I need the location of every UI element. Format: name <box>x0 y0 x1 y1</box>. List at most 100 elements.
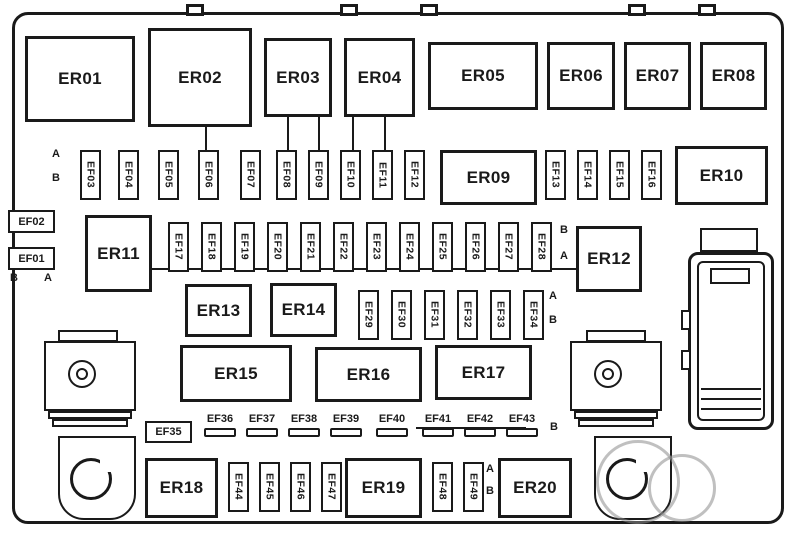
connector-line <box>352 117 354 150</box>
relay-label: ER05 <box>461 66 505 85</box>
fuse-ef01: EF01 <box>8 247 55 270</box>
fuse-ef04: EF04 <box>118 150 139 200</box>
relay-label: ER14 <box>281 300 326 319</box>
relay-er13: ER13 <box>185 284 252 337</box>
relay-label: ER11 <box>97 243 140 263</box>
fuse-ef13: EF13 <box>545 150 566 200</box>
relay-label: ER08 <box>711 66 756 85</box>
fuse-ef18: EF18 <box>201 222 222 272</box>
connector-rib <box>701 408 761 410</box>
bolt-hole-left <box>68 360 96 388</box>
terminal-marker-a: A <box>52 148 60 160</box>
fuse-ef47: EF47 <box>321 462 342 512</box>
terminal-marker-b: B <box>549 314 557 326</box>
fuse-ef25: EF25 <box>432 222 453 272</box>
bolt-hole-right <box>594 360 622 388</box>
fuse-ef11: EF11 <box>372 150 393 200</box>
fuse-ef10: EF10 <box>340 150 361 200</box>
fuse-ef06: EF06 <box>198 150 219 200</box>
relay-er16: ER16 <box>315 347 422 402</box>
fuse-ef31: EF31 <box>424 290 445 340</box>
watermark-ring <box>648 454 716 522</box>
fuse-outline <box>204 428 236 437</box>
fuse-outline <box>246 428 278 437</box>
relay-label: ER18 <box>159 478 204 497</box>
relay-label: ER13 <box>196 300 241 320</box>
fuse-ef43: EF43 <box>502 413 542 437</box>
bolt-hole-right-inner <box>602 368 614 380</box>
relay-er15: ER15 <box>180 345 292 402</box>
fuse-ef28: EF28 <box>531 222 552 272</box>
relay-label: ER12 <box>587 249 631 268</box>
relay-label: ER04 <box>357 67 402 87</box>
fuse-ef37: EF37 <box>242 413 282 437</box>
fuse-outline <box>288 428 320 437</box>
relay-er19: ER19 <box>345 458 422 518</box>
terminal-marker-b: B <box>486 485 494 497</box>
terminal-marker-b: B <box>560 224 568 236</box>
terminal-marker-a: A <box>560 250 568 262</box>
fuse-label: EF02 <box>18 215 45 228</box>
fuse-ef16: EF16 <box>641 150 662 200</box>
fuse-ef44: EF44 <box>228 462 249 512</box>
terminal-marker-a: A <box>486 463 494 475</box>
clip-ring-left-notch <box>100 452 122 472</box>
relay-er10: ER10 <box>675 146 768 205</box>
relay-er20: ER20 <box>498 458 572 518</box>
connector-line <box>318 117 320 150</box>
fuse-ef38: EF38 <box>284 413 324 437</box>
fuse-ef03: EF03 <box>80 150 101 200</box>
relay-label: ER02 <box>178 67 222 87</box>
fuse-ef36: EF36 <box>200 413 240 437</box>
terminal-marker-a: A <box>549 290 557 302</box>
relay-label: ER06 <box>559 66 603 85</box>
relay-label: ER03 <box>276 67 320 87</box>
fuse-ef45: EF45 <box>259 462 280 512</box>
connector-notch <box>681 350 691 370</box>
fuse-ef02: EF02 <box>8 210 55 233</box>
relay-label: ER19 <box>361 478 406 497</box>
bracket-slat <box>578 419 654 427</box>
fuse-ef19: EF19 <box>234 222 255 272</box>
relay-label: ER01 <box>58 69 102 88</box>
fuse-label: EF35 <box>155 426 182 438</box>
bracket-slat <box>48 411 132 419</box>
relay-er14: ER14 <box>270 283 337 337</box>
fuse-ef05: EF05 <box>158 150 179 200</box>
fuse-ef40: EF40 <box>372 413 412 437</box>
connector-line <box>384 117 386 150</box>
relay-er06: ER06 <box>547 42 615 110</box>
housing-tab <box>186 4 204 16</box>
fuse-ef17: EF17 <box>168 222 189 272</box>
fuse-ef21: EF21 <box>300 222 321 272</box>
fuse-ef41: EF41 <box>418 413 458 437</box>
housing-tab <box>340 4 358 16</box>
connector-rib <box>701 398 761 400</box>
bolt-hole-left-inner <box>76 368 88 380</box>
relay-er02: ER02 <box>148 28 252 127</box>
housing-tab <box>698 4 716 16</box>
relay-label: ER07 <box>635 66 680 85</box>
housing-tab <box>420 4 438 16</box>
fuse-ef46: EF46 <box>290 462 311 512</box>
fuse-ef22: EF22 <box>333 222 354 272</box>
fuse-ef29: EF29 <box>358 290 379 340</box>
relay-er11: ER11 <box>85 215 152 292</box>
fuse-ef49: EF49 <box>463 462 484 512</box>
fuse-ef35: EF35 <box>145 421 192 443</box>
fuse-ef27: EF27 <box>498 222 519 272</box>
fuse-outline <box>422 428 454 437</box>
relay-er04: ER04 <box>344 38 415 117</box>
fuse-ef23: EF23 <box>366 222 387 272</box>
fuse-ef09: EF09 <box>308 150 329 200</box>
housing-tab <box>628 4 646 16</box>
fuse-ef15: EF15 <box>609 150 630 200</box>
fuse-ef08: EF08 <box>276 150 297 200</box>
fuse-ef42: EF42 <box>460 413 500 437</box>
relay-label: ER15 <box>214 363 258 383</box>
relay-er03: ER03 <box>264 38 332 117</box>
clip-ring-left <box>70 458 112 500</box>
fuse-ef33: EF33 <box>490 290 511 340</box>
terminal-marker-b: B <box>550 421 558 433</box>
fuse-outline <box>376 428 408 437</box>
